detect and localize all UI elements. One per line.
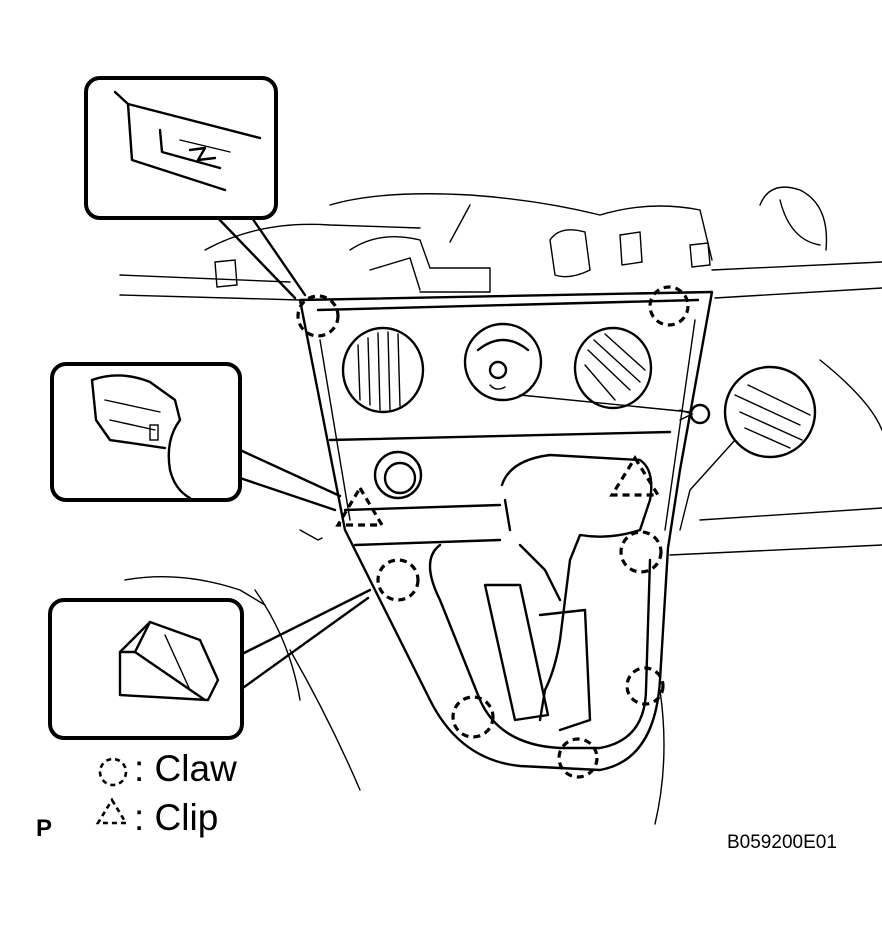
- claw-markers: [296, 285, 690, 779]
- control-knob-right: [573, 326, 653, 410]
- figure-code: B059200E01: [727, 832, 837, 853]
- clip-markers: [335, 454, 661, 527]
- shift-lever: [483, 453, 653, 732]
- callout-detail-top: [84, 76, 278, 220]
- callout-detail-middle: [50, 362, 242, 502]
- small-screw: [679, 403, 711, 425]
- control-knob-center: [463, 322, 543, 402]
- dashboard-background: [119, 186, 882, 825]
- corner-mark: P: [36, 815, 53, 842]
- knob-detail-circle: [519, 365, 817, 531]
- control-knob-left: [341, 326, 425, 414]
- console-bezel: [298, 290, 714, 772]
- legend-clip-icon: [95, 797, 129, 825]
- legend-symbols: [95, 757, 129, 825]
- callout-detail-bottom: [48, 598, 244, 740]
- legend-clip-label: : Clip: [134, 797, 219, 838]
- legend-claw-icon: [98, 757, 128, 787]
- callout-leaders: [213, 213, 372, 692]
- switch-knob: [373, 450, 423, 500]
- legend-claw-label: : Claw: [134, 748, 237, 789]
